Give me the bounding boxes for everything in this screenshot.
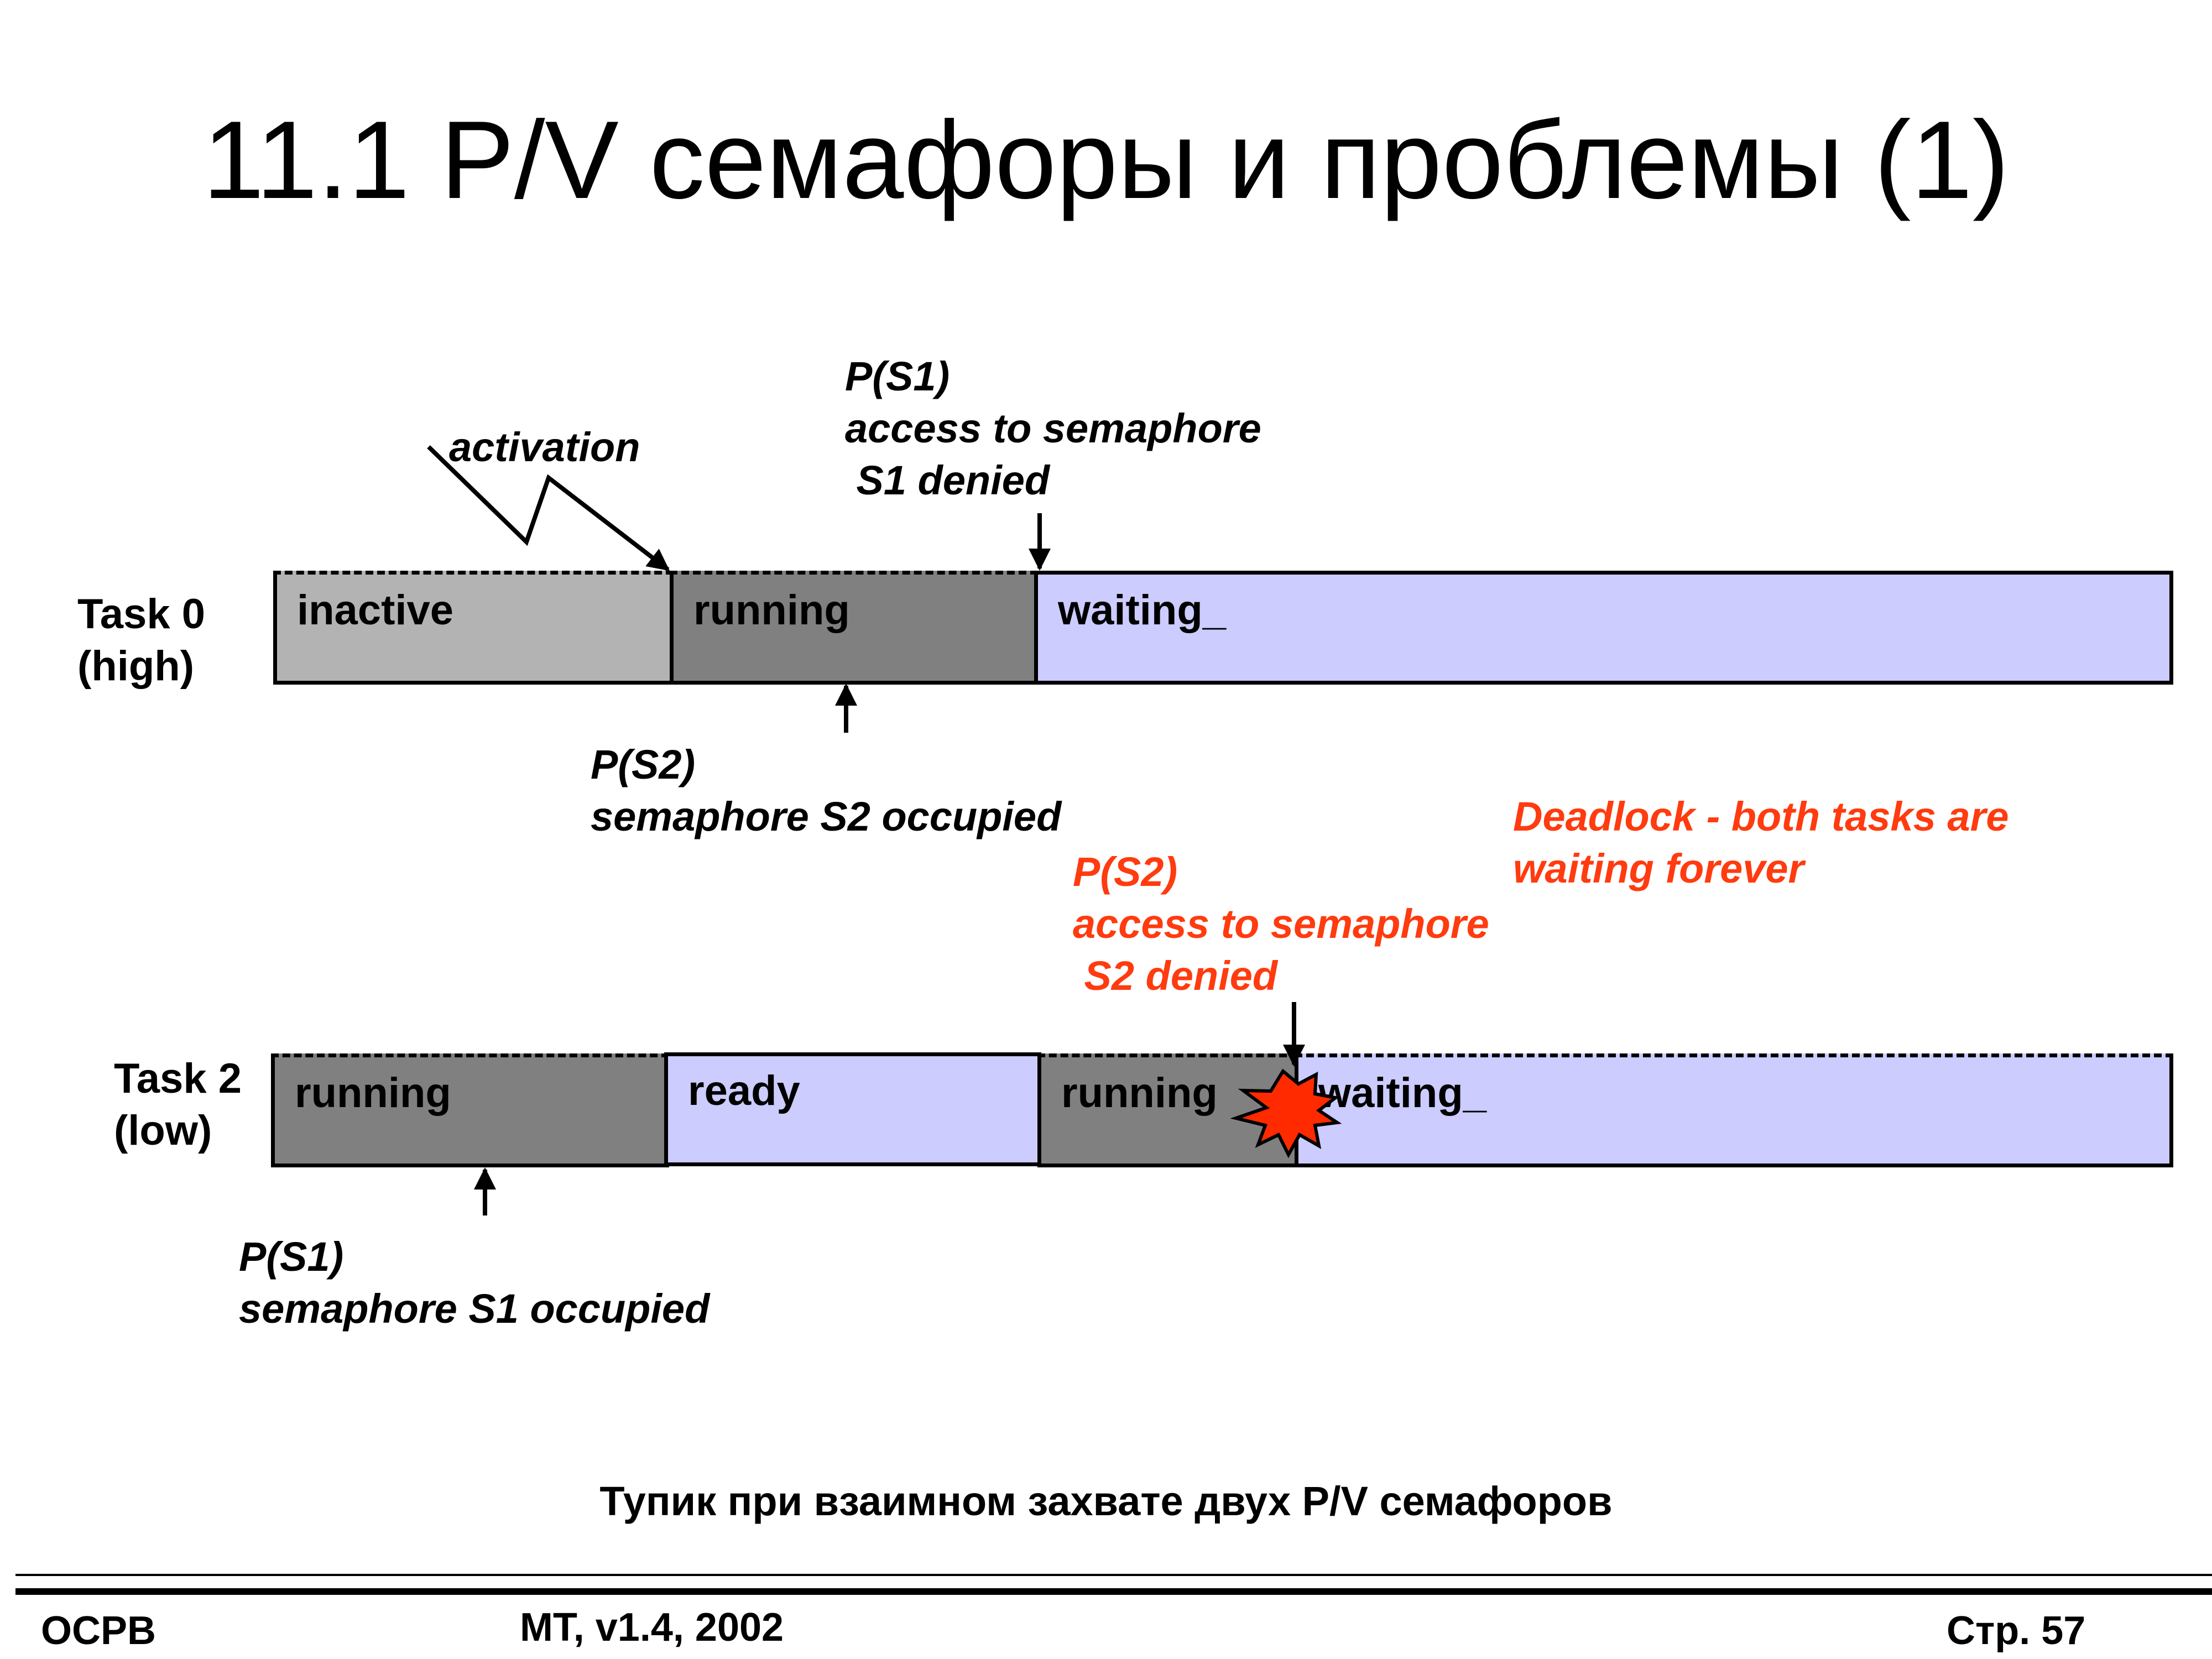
note-line: semaphore S2 occupied — [591, 794, 1062, 839]
note-line: waiting forever — [1513, 846, 1804, 891]
task0-name: Task 0 — [77, 591, 205, 638]
p-s2-denied-note: P(S2) access to semaphore S2 denied — [1073, 846, 1489, 1002]
p-s1-denied-note: P(S1) access to semaphore S1 denied — [845, 351, 1261, 507]
note-line: access to semaphore — [845, 405, 1261, 451]
task2-segment-label: running — [295, 1070, 451, 1117]
note-line: Deadlock - both tasks are — [1513, 794, 2009, 839]
task2-label: Task 2 (low) — [114, 1053, 242, 1157]
task2-segment-ready: ready — [664, 1052, 1041, 1166]
note-line: S2 denied — [1073, 953, 1278, 999]
note-line: P(S1) — [845, 353, 950, 399]
slide-title: 11.1 P/V семафоры и проблемы (1) — [202, 98, 2010, 222]
task0-priority: (high) — [77, 643, 195, 690]
footer-page-number: Стр. 57 — [1947, 1609, 2086, 1653]
note-line: semaphore S1 occupied — [239, 1286, 710, 1332]
note-line: P(S1) — [239, 1234, 344, 1280]
footer-divider-thick — [15, 1588, 2212, 1595]
activation-label: activation — [449, 424, 640, 470]
activation-arrow — [427, 445, 670, 572]
explosion-icon — [1230, 1068, 1342, 1159]
note-line: P(S2) — [591, 742, 696, 787]
task0-segment-label: waiting_ — [1058, 587, 1227, 634]
footer-left: ОСРВ — [41, 1609, 156, 1653]
task0-segment-label: running — [693, 587, 850, 634]
task2-segment-waiting: waiting_ — [1295, 1053, 2173, 1167]
task2-segment-label: waiting_ — [1318, 1070, 1487, 1117]
note-line: access to semaphore — [1073, 901, 1489, 947]
task0-label: Task 0 (high) — [77, 588, 205, 692]
task2-segment-running-1: running — [271, 1053, 669, 1167]
task0-segment-label: inactive — [297, 587, 454, 634]
note-line: S1 denied — [845, 457, 1050, 503]
task2-name: Task 2 — [114, 1055, 242, 1102]
task2-segment-label: ready — [688, 1067, 800, 1114]
p-s2-occupied-note: P(S2) semaphore S2 occupied — [591, 739, 1061, 843]
footer-divider-thin — [15, 1574, 2212, 1576]
p-s1-occupied-note: P(S1) semaphore S1 occupied — [239, 1231, 709, 1335]
task2-priority: (low) — [114, 1107, 212, 1154]
footer-center: МТ, v1.4, 2002 — [520, 1605, 784, 1650]
figure-caption: Тупик при взаимном захвате двух P/V сема… — [599, 1478, 1613, 1524]
note-line: P(S2) — [1073, 849, 1178, 895]
task0-segment-running: running — [670, 571, 1038, 685]
task2-segment-label: running — [1061, 1070, 1218, 1117]
deadlock-note: Deadlock - both tasks are waiting foreve… — [1513, 791, 2009, 895]
task0-segment-waiting: waiting_ — [1034, 571, 2173, 685]
